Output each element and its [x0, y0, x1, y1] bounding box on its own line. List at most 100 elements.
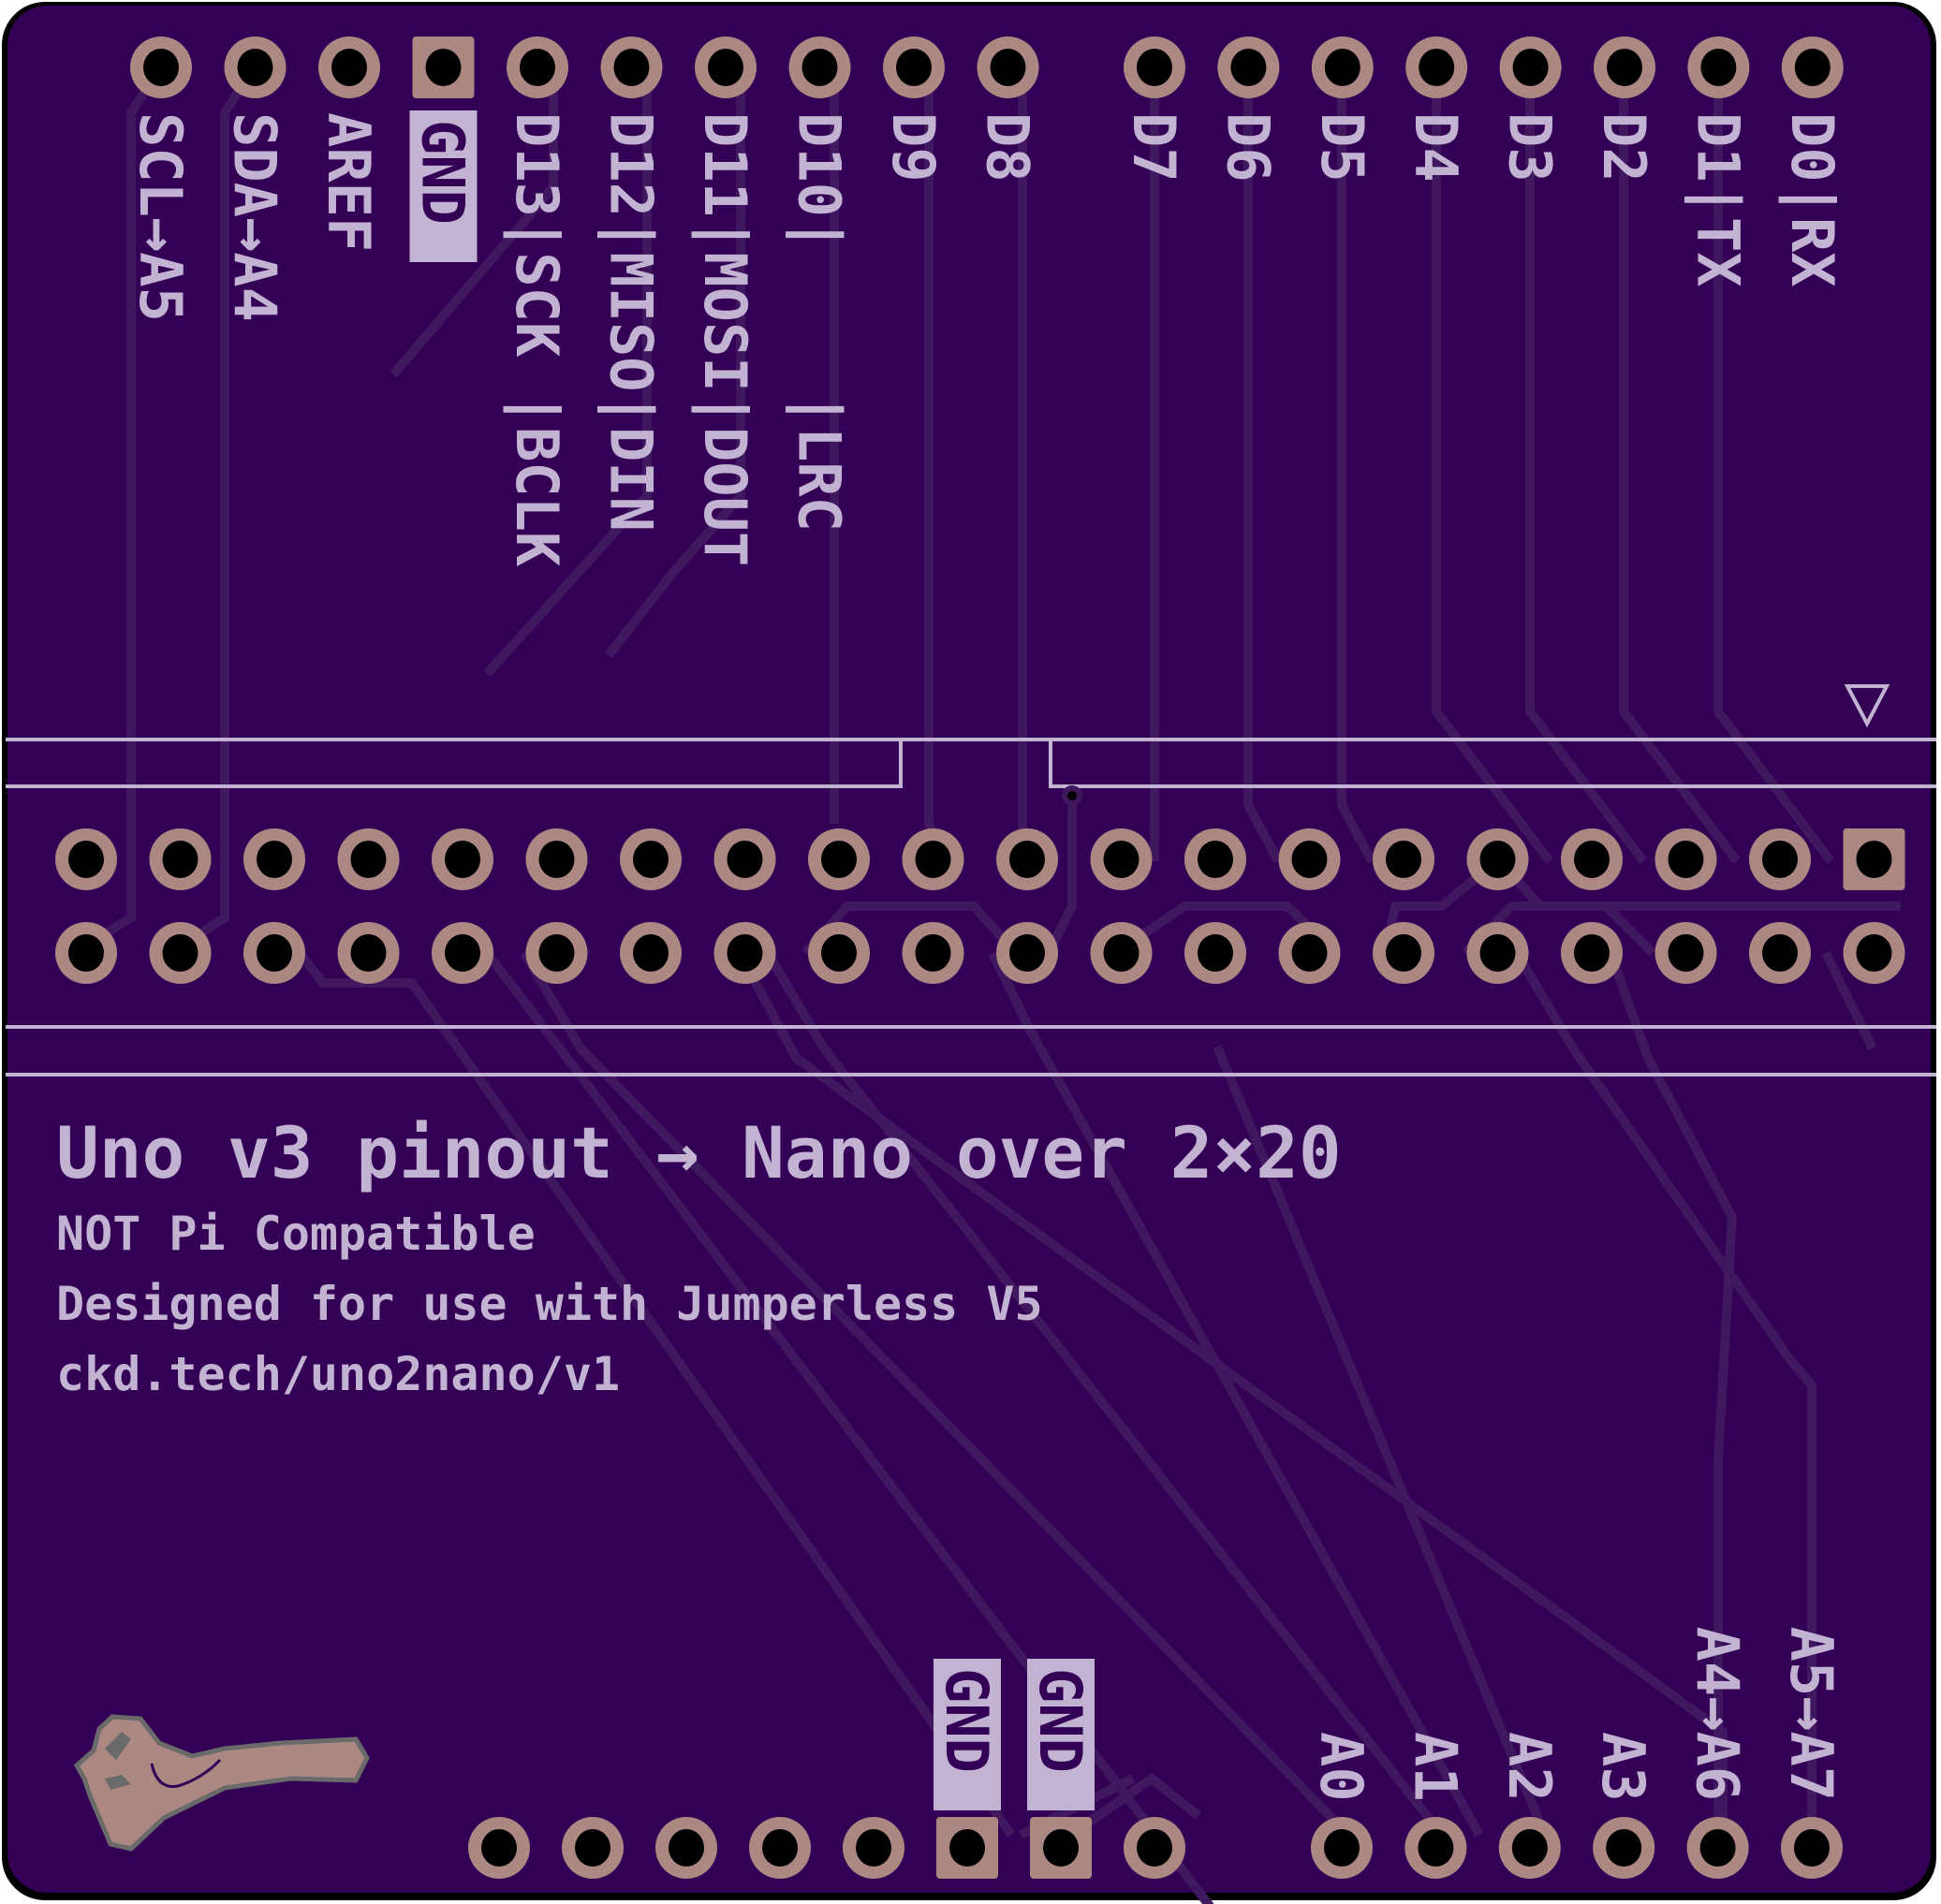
connector-pin	[1184, 828, 1246, 890]
drill-hole	[1794, 49, 1831, 86]
drill-hole	[1762, 841, 1798, 878]
board-note-designed: Designed for use with Jumperless V5	[56, 1277, 1043, 1331]
connector-pin	[1654, 828, 1717, 890]
drill-hole	[1198, 934, 1233, 972]
connector-pin	[902, 922, 964, 984]
drill-hole	[1574, 841, 1610, 878]
drill-hole	[68, 934, 104, 972]
connector-pin	[1749, 828, 1811, 890]
power-pin-8	[1124, 1817, 1185, 1879]
drill-hole	[237, 49, 273, 86]
trace	[1713, 67, 1834, 864]
drill-hole	[1607, 49, 1642, 86]
top-pin-3	[318, 37, 380, 98]
connector-pin	[1373, 828, 1434, 890]
top-pin-label: SCL→A5	[126, 112, 195, 322]
connector-pin	[1843, 828, 1905, 890]
top-pin-label: D3	[1496, 112, 1565, 183]
connector-pin	[1278, 828, 1341, 890]
drill-hole	[613, 49, 650, 86]
connector-pin	[1466, 922, 1529, 984]
connector-pin	[525, 828, 588, 890]
top-pin-label: D12|MISO|DIN	[596, 112, 666, 532]
drill-hole	[1419, 49, 1455, 86]
drill-hole	[1386, 934, 1421, 972]
connector-pin	[1090, 922, 1153, 984]
drill-hole	[575, 1829, 610, 1867]
pin1-marker-icon	[1844, 684, 1890, 728]
trace	[1337, 67, 1376, 864]
connector-pin	[1278, 922, 1341, 984]
connector-pin	[1749, 922, 1811, 984]
connector-pin	[243, 922, 305, 984]
drill-hole	[1606, 1829, 1642, 1867]
drill-hole	[727, 841, 763, 878]
drill-hole	[1511, 1829, 1548, 1867]
via-drill	[1067, 791, 1077, 800]
power-pin-1	[468, 1817, 530, 1879]
drill-hole	[162, 841, 199, 878]
drill-hole	[1668, 934, 1704, 972]
trace	[1432, 67, 1553, 865]
drill-hole	[1699, 1829, 1736, 1867]
connector-pin	[432, 828, 493, 890]
drill-hole	[669, 1829, 704, 1867]
connector-pin	[1373, 922, 1434, 984]
drill-hole	[1386, 841, 1421, 878]
connector-pin	[996, 828, 1058, 890]
top-pin-10	[977, 37, 1039, 98]
connector-pin	[620, 828, 682, 890]
trace	[988, 950, 1484, 1838]
gnd-label-box	[934, 1659, 1001, 1810]
top-pin-5	[507, 37, 568, 98]
top-pin-label: D4	[1402, 112, 1470, 183]
top-pin-12	[1217, 37, 1280, 98]
analog-pin-5	[1686, 1817, 1749, 1879]
drill-hole	[425, 49, 462, 86]
drill-hole	[331, 49, 367, 86]
top-pin-18	[1781, 37, 1844, 98]
power-pin-2	[562, 1817, 624, 1879]
drill-hole	[445, 934, 480, 972]
top-pin-13	[1311, 37, 1374, 98]
connector-pin	[337, 922, 400, 984]
analog-pin-2	[1404, 1817, 1467, 1879]
drill-hole	[762, 1829, 798, 1867]
drill-hole	[1043, 1829, 1079, 1867]
trace	[763, 950, 1446, 1838]
drill-hole	[801, 49, 838, 86]
top-pin-label: D5	[1308, 112, 1376, 183]
top-pin-label: SDA→A4	[221, 112, 289, 322]
drill-hole	[1137, 49, 1172, 86]
trace	[520, 950, 1352, 1838]
drill-hole	[1856, 841, 1892, 878]
drill-hole	[350, 841, 387, 878]
bottom-header	[468, 1817, 1843, 1879]
analog-pin-label: A0	[1307, 1732, 1375, 1802]
drill-hole	[1324, 1829, 1360, 1867]
drill-hole	[1856, 934, 1892, 972]
connector-pin	[337, 828, 400, 890]
connector-pin	[525, 922, 588, 984]
drill-hole	[915, 841, 951, 878]
drill-hole	[633, 841, 669, 878]
drill-hole	[350, 934, 387, 972]
top-pin-9	[883, 37, 945, 98]
top-pin-11	[1124, 37, 1185, 98]
top-pin-label: D10| |LRC	[785, 112, 854, 532]
drill-hole	[1198, 841, 1233, 878]
drill-hole	[1512, 49, 1549, 86]
drill-hole	[1103, 841, 1140, 878]
connector-pin	[149, 922, 212, 984]
connector-pin	[1466, 828, 1529, 890]
drill-hole	[1291, 934, 1328, 972]
power-pin-label: GND	[933, 1668, 1001, 1773]
trace	[1606, 951, 1738, 1835]
trace	[1821, 950, 1877, 1051]
analog-pin-label: A1	[1401, 1732, 1469, 1802]
board-url: ckd.tech/uno2nano/v1	[56, 1347, 620, 1401]
connector-pin	[432, 922, 493, 984]
drill-hole	[1291, 841, 1328, 878]
connector-pin	[1561, 922, 1623, 984]
